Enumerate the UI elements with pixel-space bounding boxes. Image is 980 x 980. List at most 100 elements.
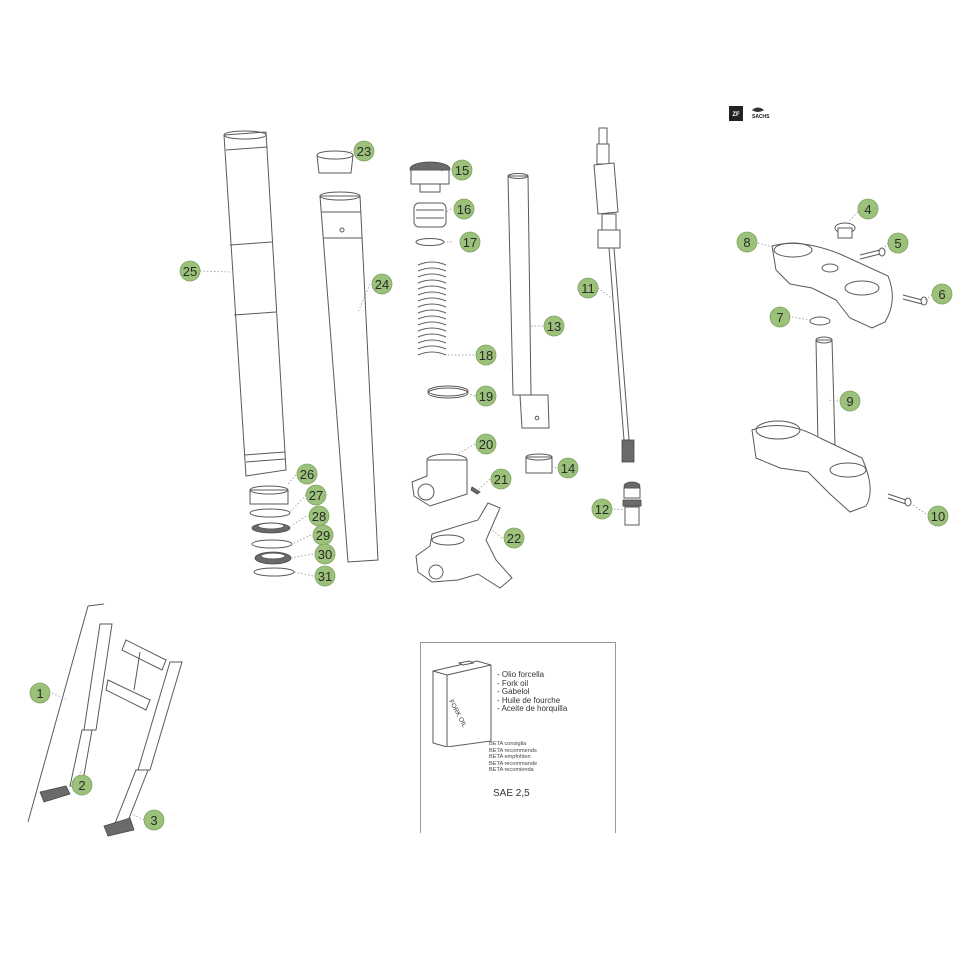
- part-15-cap: [409, 161, 451, 193]
- part-9-lower-clamp-stem: [751, 336, 871, 513]
- callout-badge-circle: [769, 306, 791, 328]
- part-20-axle-clamp: [411, 453, 468, 507]
- part-18-spring: [417, 261, 447, 356]
- callout-badge-circle: [179, 260, 201, 282]
- part-28-seal: [251, 522, 291, 534]
- callout-6: 6: [931, 283, 953, 305]
- callout-number: 26: [300, 467, 314, 482]
- callout-badge-circle: [459, 231, 481, 253]
- callout-24: 24: [371, 273, 393, 295]
- oil-recommend-list: BETA consiglia BETA recommends BETA empf…: [489, 741, 537, 774]
- callout-number: 1: [36, 686, 43, 701]
- callout-badge-circle: [503, 527, 525, 549]
- part-8-upper-clamp: [771, 242, 893, 329]
- callout-9: 9: [839, 390, 861, 412]
- callout-number: 28: [312, 509, 326, 524]
- callout-23: 23: [353, 140, 375, 162]
- brand-name: SACHS: [752, 114, 770, 120]
- oil-rec-de: BETA empfohlen: [489, 754, 531, 761]
- oil-rec-es: BETA recomienda: [489, 767, 534, 774]
- callout-badges: 1234567891011121314151617181920212223242…: [29, 140, 953, 831]
- callout-badge-circle: [475, 344, 497, 366]
- callout-badge-circle: [143, 809, 165, 831]
- callout-16: 16: [453, 198, 475, 220]
- callout-badge-circle: [736, 231, 758, 253]
- oil-name-es: - Aceite de horquilla: [497, 704, 568, 714]
- part-16-nut: [413, 202, 447, 228]
- callout-number: 23: [357, 144, 371, 159]
- callout-number: 8: [743, 235, 750, 250]
- callout-badge-circle: [353, 140, 375, 162]
- zf-logo: ZF: [729, 106, 764, 121]
- callout-number: 19: [479, 389, 493, 404]
- callout-badge-circle: [857, 198, 879, 220]
- part-30-dust-seal: [254, 551, 292, 565]
- part-26-guide-bushing: [249, 485, 289, 505]
- callout-number: 17: [463, 235, 477, 250]
- callout-15: 15: [451, 159, 473, 181]
- oil-name-list: - Olio forcella - Fork oil - Gabelol - H…: [497, 670, 568, 714]
- callout-badge-circle: [305, 484, 327, 506]
- callout-badge-circle: [543, 315, 565, 337]
- callout-number: 3: [150, 813, 157, 828]
- sachs-logo-icon: [752, 107, 764, 112]
- oil-name-fr: - Huile de fourche: [497, 695, 561, 705]
- callout-2: 2: [71, 774, 93, 796]
- part-5-bolt: [859, 247, 886, 260]
- callout-badge-circle: [931, 283, 953, 305]
- oil-can-icon: FORK OIL: [432, 660, 492, 747]
- part-14-ring: [525, 453, 553, 474]
- callout-10: 10: [927, 505, 949, 527]
- callout-number: 11: [581, 281, 595, 296]
- oil-name-de: - Gabelol: [497, 687, 530, 697]
- callout-badge-circle: [591, 498, 613, 520]
- callout-4: 4: [857, 198, 879, 220]
- callout-12: 12: [591, 498, 613, 520]
- callout-17: 17: [459, 231, 481, 253]
- part-29-clip: [251, 539, 293, 549]
- part-25-outer-tube: [223, 130, 287, 477]
- callout-number: 21: [494, 472, 508, 487]
- callout-badge-circle: [839, 390, 861, 412]
- callout-number: 6: [938, 287, 945, 302]
- part-10-bolt: [887, 493, 912, 507]
- callout-11: 11: [577, 277, 599, 299]
- callout-number: 2: [78, 778, 85, 793]
- callout-22: 22: [503, 527, 525, 549]
- oil-rec-en: BETA recommends: [489, 747, 537, 754]
- callout-badge-circle: [314, 565, 336, 587]
- oil-grade: SAE 2,5: [493, 788, 530, 799]
- callout-number: 4: [864, 202, 871, 217]
- callout-number: 9: [846, 394, 853, 409]
- part-1-fork-assembly-frame: [27, 603, 105, 823]
- callout-number: 5: [894, 236, 901, 251]
- callout-number: 29: [316, 528, 330, 543]
- callout-26: 26: [296, 463, 318, 485]
- callout-number: 15: [455, 163, 469, 178]
- oil-rec-it: BETA consiglia: [489, 741, 527, 747]
- callout-number: 24: [375, 277, 389, 292]
- callout-25: 25: [179, 260, 201, 282]
- part-24-inner-tube: [319, 191, 379, 563]
- callout-18: 18: [475, 344, 497, 366]
- part-3-right-leg: [103, 639, 183, 837]
- callout-badge-circle: [71, 774, 93, 796]
- part-23-bushing: [316, 150, 354, 174]
- callout-number: 18: [479, 348, 493, 363]
- callout-number: 7: [776, 310, 783, 325]
- callout-number: 14: [561, 461, 575, 476]
- oil-name-it: - Olio forcella: [497, 670, 545, 679]
- callout-badge-circle: [577, 277, 599, 299]
- callout-28: 28: [308, 505, 330, 527]
- part-27-washer: [249, 508, 291, 518]
- part-6-bolt: [902, 294, 928, 306]
- callout-number: 16: [457, 202, 471, 217]
- callout-19: 19: [475, 385, 497, 407]
- callout-number: 30: [318, 547, 332, 562]
- callout-number: 10: [931, 509, 945, 524]
- callout-badge-circle: [314, 543, 336, 565]
- callout-27: 27: [305, 484, 327, 506]
- callout-number: 22: [507, 531, 521, 546]
- fork-oil-panel: FORK OIL: [420, 642, 616, 833]
